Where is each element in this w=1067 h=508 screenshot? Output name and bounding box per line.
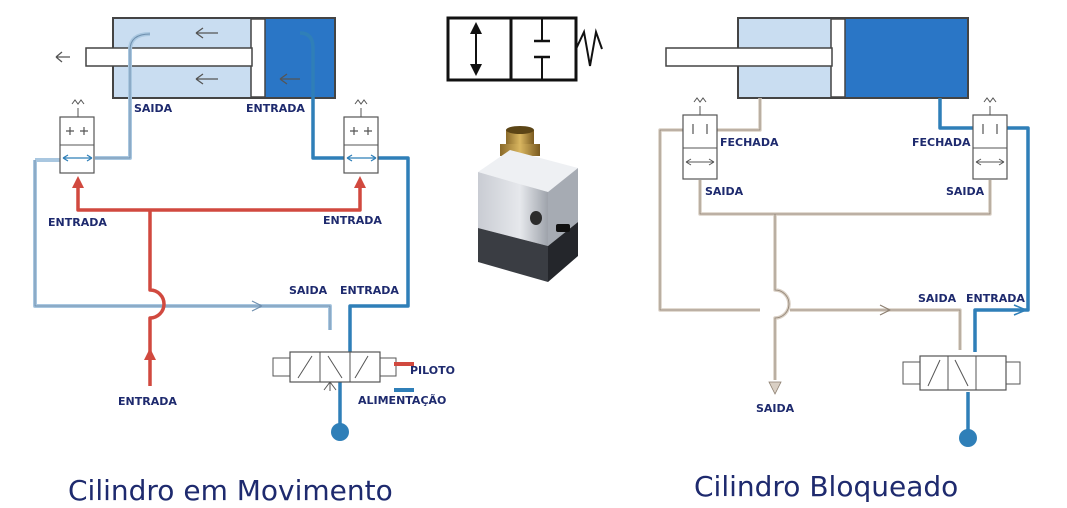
left-label-saida-top: SAIDA [134,102,173,115]
right-label-fechada-right: FECHADA [912,136,971,149]
pilot-legend-label: PILOTO [410,364,455,377]
left-pilot-lines [76,186,362,386]
left-piston-rod [85,47,253,67]
left-supply-source [331,423,349,441]
right-main-valve [902,355,1021,391]
right-label-saida-left: SAIDA [705,185,744,198]
right-label-saida-mid: SAIDA [918,292,957,305]
left-label-entrada-mid: ENTRADA [340,284,399,297]
left-valve-right [343,99,379,174]
right-label-saida-right: SAIDA [946,185,985,198]
right-piston [830,18,846,98]
left-supply-lines [299,31,410,428]
valve-symbol [446,16,603,82]
left-label-entrada-top: ENTRADA [246,102,305,115]
left-label-saida-mid: SAIDA [289,284,328,297]
right-diagram: FECHADA FECHADA SAIDA SAIDA SAIDA ENTRAD… [658,17,1030,503]
left-caption: Cilindro em Movimento [68,474,393,507]
valve-photo [478,126,578,282]
right-flow-arrow [879,304,892,316]
left-flow-arrow [251,300,264,312]
right-label-fechada-left: FECHADA [720,136,779,149]
right-label-entrada-mid: ENTRADA [966,292,1025,305]
right-supply-source [959,429,977,447]
right-supply-arrow [1013,304,1028,316]
left-motion-arrows [55,27,300,85]
left-main-valve [272,351,397,391]
left-pilot-arrowheads [72,176,366,360]
supply-legend-label: ALIMENTAÇÃO [358,394,446,407]
left-label-entrada-left: ENTRADA [48,216,107,229]
right-exhaust-arrow [768,381,782,395]
left-valve-left [59,99,95,174]
left-label-entrada-right: ENTRADA [323,214,382,227]
supply-legend-swatch [394,388,414,392]
right-valve-left [682,97,718,180]
right-caption: Cilindro Bloqueado [694,470,958,503]
right-supply-lines [938,98,1030,432]
right-valve-right [972,97,1008,180]
pilot-legend-swatch [394,362,414,366]
left-label-entrada-bottom: ENTRADA [118,395,177,408]
right-piston-rod [665,47,833,67]
left-diagram: SAIDA ENTRADA ENTRADA ENTRADA SAIDA ENTR… [33,17,455,507]
right-cylinder-pressure-chamber [845,19,967,97]
left-piston [250,18,266,98]
left-cylinder-pressure-chamber [265,19,334,97]
right-label-saida-bottom: SAIDA [756,402,795,415]
